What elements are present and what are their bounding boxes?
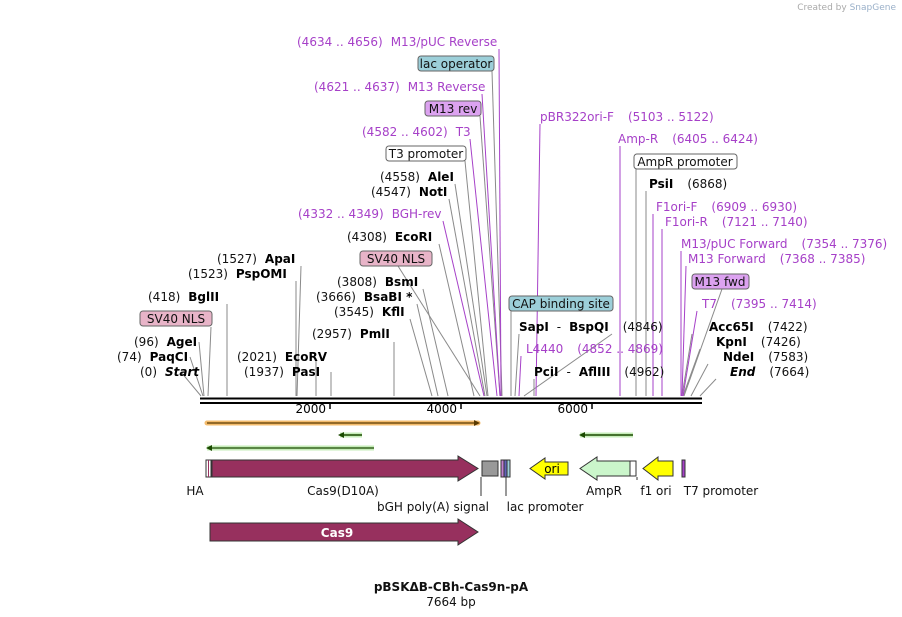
site-ndei: NdeI(7583) (723, 350, 808, 364)
cas9-d10a-label: Cas9(D10A) (307, 484, 379, 498)
primer-bgh-rev: (4332 .. 4349)BGH-rev (298, 207, 442, 221)
m13-rev-label: M13 rev (429, 102, 478, 116)
site-bsmi: (3808)BsmI (337, 275, 418, 289)
primer-pbr322ori-f: pBR322ori-F(5103 .. 5122) (540, 110, 714, 124)
restriction-sites-right: SapI-BspQI(4846) PciI-AflIII(4962) PsiI(… (519, 177, 809, 379)
ruler-tick-4000: 4000 (426, 402, 457, 416)
cas9-region: Cas9 (209, 518, 479, 546)
features-track: ori (205, 455, 686, 482)
site-acc65i: Acc65I(7422) (709, 320, 808, 334)
bgh-polya-box (481, 460, 499, 477)
t3-promoter-label: T3 promoter (388, 147, 464, 161)
credit-prefix: Created by (797, 3, 847, 13)
ruler: 2000 4000 6000 (295, 402, 593, 416)
dna-backbone (200, 397, 702, 404)
site-bglii: (418)BglII (148, 290, 219, 304)
primer-amp-r: Amp-R(6405 .. 6424) (618, 132, 758, 146)
primer-f1ori-f: F1ori-F(6909 .. 6930) (656, 200, 797, 214)
bgh-polya-label: bGH poly(A) signal (377, 500, 489, 514)
primer-m13-puc-reverse: (4634 .. 4656)M13/pUC Reverse (297, 35, 497, 49)
lac-promoter-label: lac promoter (507, 500, 584, 514)
t7-promoter-label: T7 promoter (683, 484, 759, 498)
ampr-promoter-label: AmpR promoter (637, 155, 732, 169)
connector-lines (180, 48, 723, 397)
restriction-sites: (0)Start (74)PaqCI (96)AgeI (418)BglII (… (117, 170, 454, 379)
ruler-tick-6000: 6000 (557, 402, 588, 416)
ampr-label: AmpR (586, 484, 622, 498)
primer-m13-forward: M13 Forward(7368 .. 7385) (688, 252, 865, 266)
plasmid-name: pBSKΔB-CBh-Cas9n-pA (374, 580, 529, 594)
site-paqci: (74)PaqCI (117, 350, 188, 364)
primer-t7: T7(7395 .. 7414) (701, 297, 817, 311)
snapgene-credit: Created by SnapGene (797, 3, 896, 13)
site-ecori: (4308)EcoRI (347, 230, 432, 244)
cap-binding-site-label: CAP binding site (512, 297, 610, 311)
site-pasi: (1937)PasI (244, 365, 320, 379)
ori-arrow (529, 457, 569, 480)
site-sapi: SapI-BspQI(4846) (519, 320, 663, 334)
site-pspomi: (1523)PspOMI (188, 267, 287, 281)
lac-operator-label: lac operator (420, 57, 493, 71)
site-agei: (96)AgeI (134, 335, 197, 349)
sv40-nls-label-2: SV40 NLS (367, 252, 425, 266)
site-alei: (4558)AleI (380, 170, 454, 184)
primer-f1ori-r: F1ori-R(7121 .. 7140) (665, 215, 808, 229)
ori-label: ori (544, 462, 560, 476)
primer-m13-puc-forward: M13/pUC Forward(7354 .. 7376) (681, 237, 887, 251)
plasmid-length: 7664 bp (426, 595, 476, 609)
site-bsabi: (3666)BsaBI * (316, 290, 413, 304)
primer-t3: (4582 .. 4602)T3 (362, 125, 471, 139)
f1-ori-arrow (642, 455, 674, 482)
site-pcii: PciI-AflIII(4962) (534, 365, 664, 379)
cas9-d10a-arrow (211, 455, 479, 482)
site-kfli: (3545)KflI (334, 305, 405, 319)
ampr-arrow (579, 456, 631, 481)
m13-fwd-label: M13 fwd (695, 275, 746, 289)
orf-arrows (204, 420, 633, 451)
sv40-nls-label-1: SV40 NLS (147, 312, 205, 326)
site-pmli: (2957)PmlI (312, 327, 390, 341)
primer-l4440: L4440(4852 .. 4869) (526, 342, 663, 356)
site-start: (0)Start (140, 365, 200, 379)
site-kpni: KpnI(7426) (716, 335, 801, 349)
primer-m13-reverse: (4621 .. 4637)M13 Reverse (314, 80, 485, 94)
site-apai: (1527)ApaI (217, 252, 295, 266)
cas9-label: Cas9 (321, 526, 353, 540)
primer-labels: (4634 .. 4656)M13/pUC Reverse (4621 .. 4… (297, 35, 887, 356)
snapgene-brand: SnapGene (849, 3, 896, 13)
ruler-tick-2000: 2000 (295, 402, 326, 416)
site-end: End(7664) (730, 365, 809, 379)
feature-labels: HA Cas9(D10A) bGH poly(A) signal lac pro… (186, 484, 758, 514)
boxed-labels: lac operator M13 rev T3 promoter SV40 NL… (139, 55, 750, 327)
f1-ori-label: f1 ori (640, 484, 671, 498)
ha-label: HA (186, 484, 204, 498)
site-noti: (4547)NotI (371, 185, 447, 199)
site-psii: PsiI(6868) (649, 177, 727, 191)
site-ecorv: (2021)EcoRV (237, 350, 328, 364)
